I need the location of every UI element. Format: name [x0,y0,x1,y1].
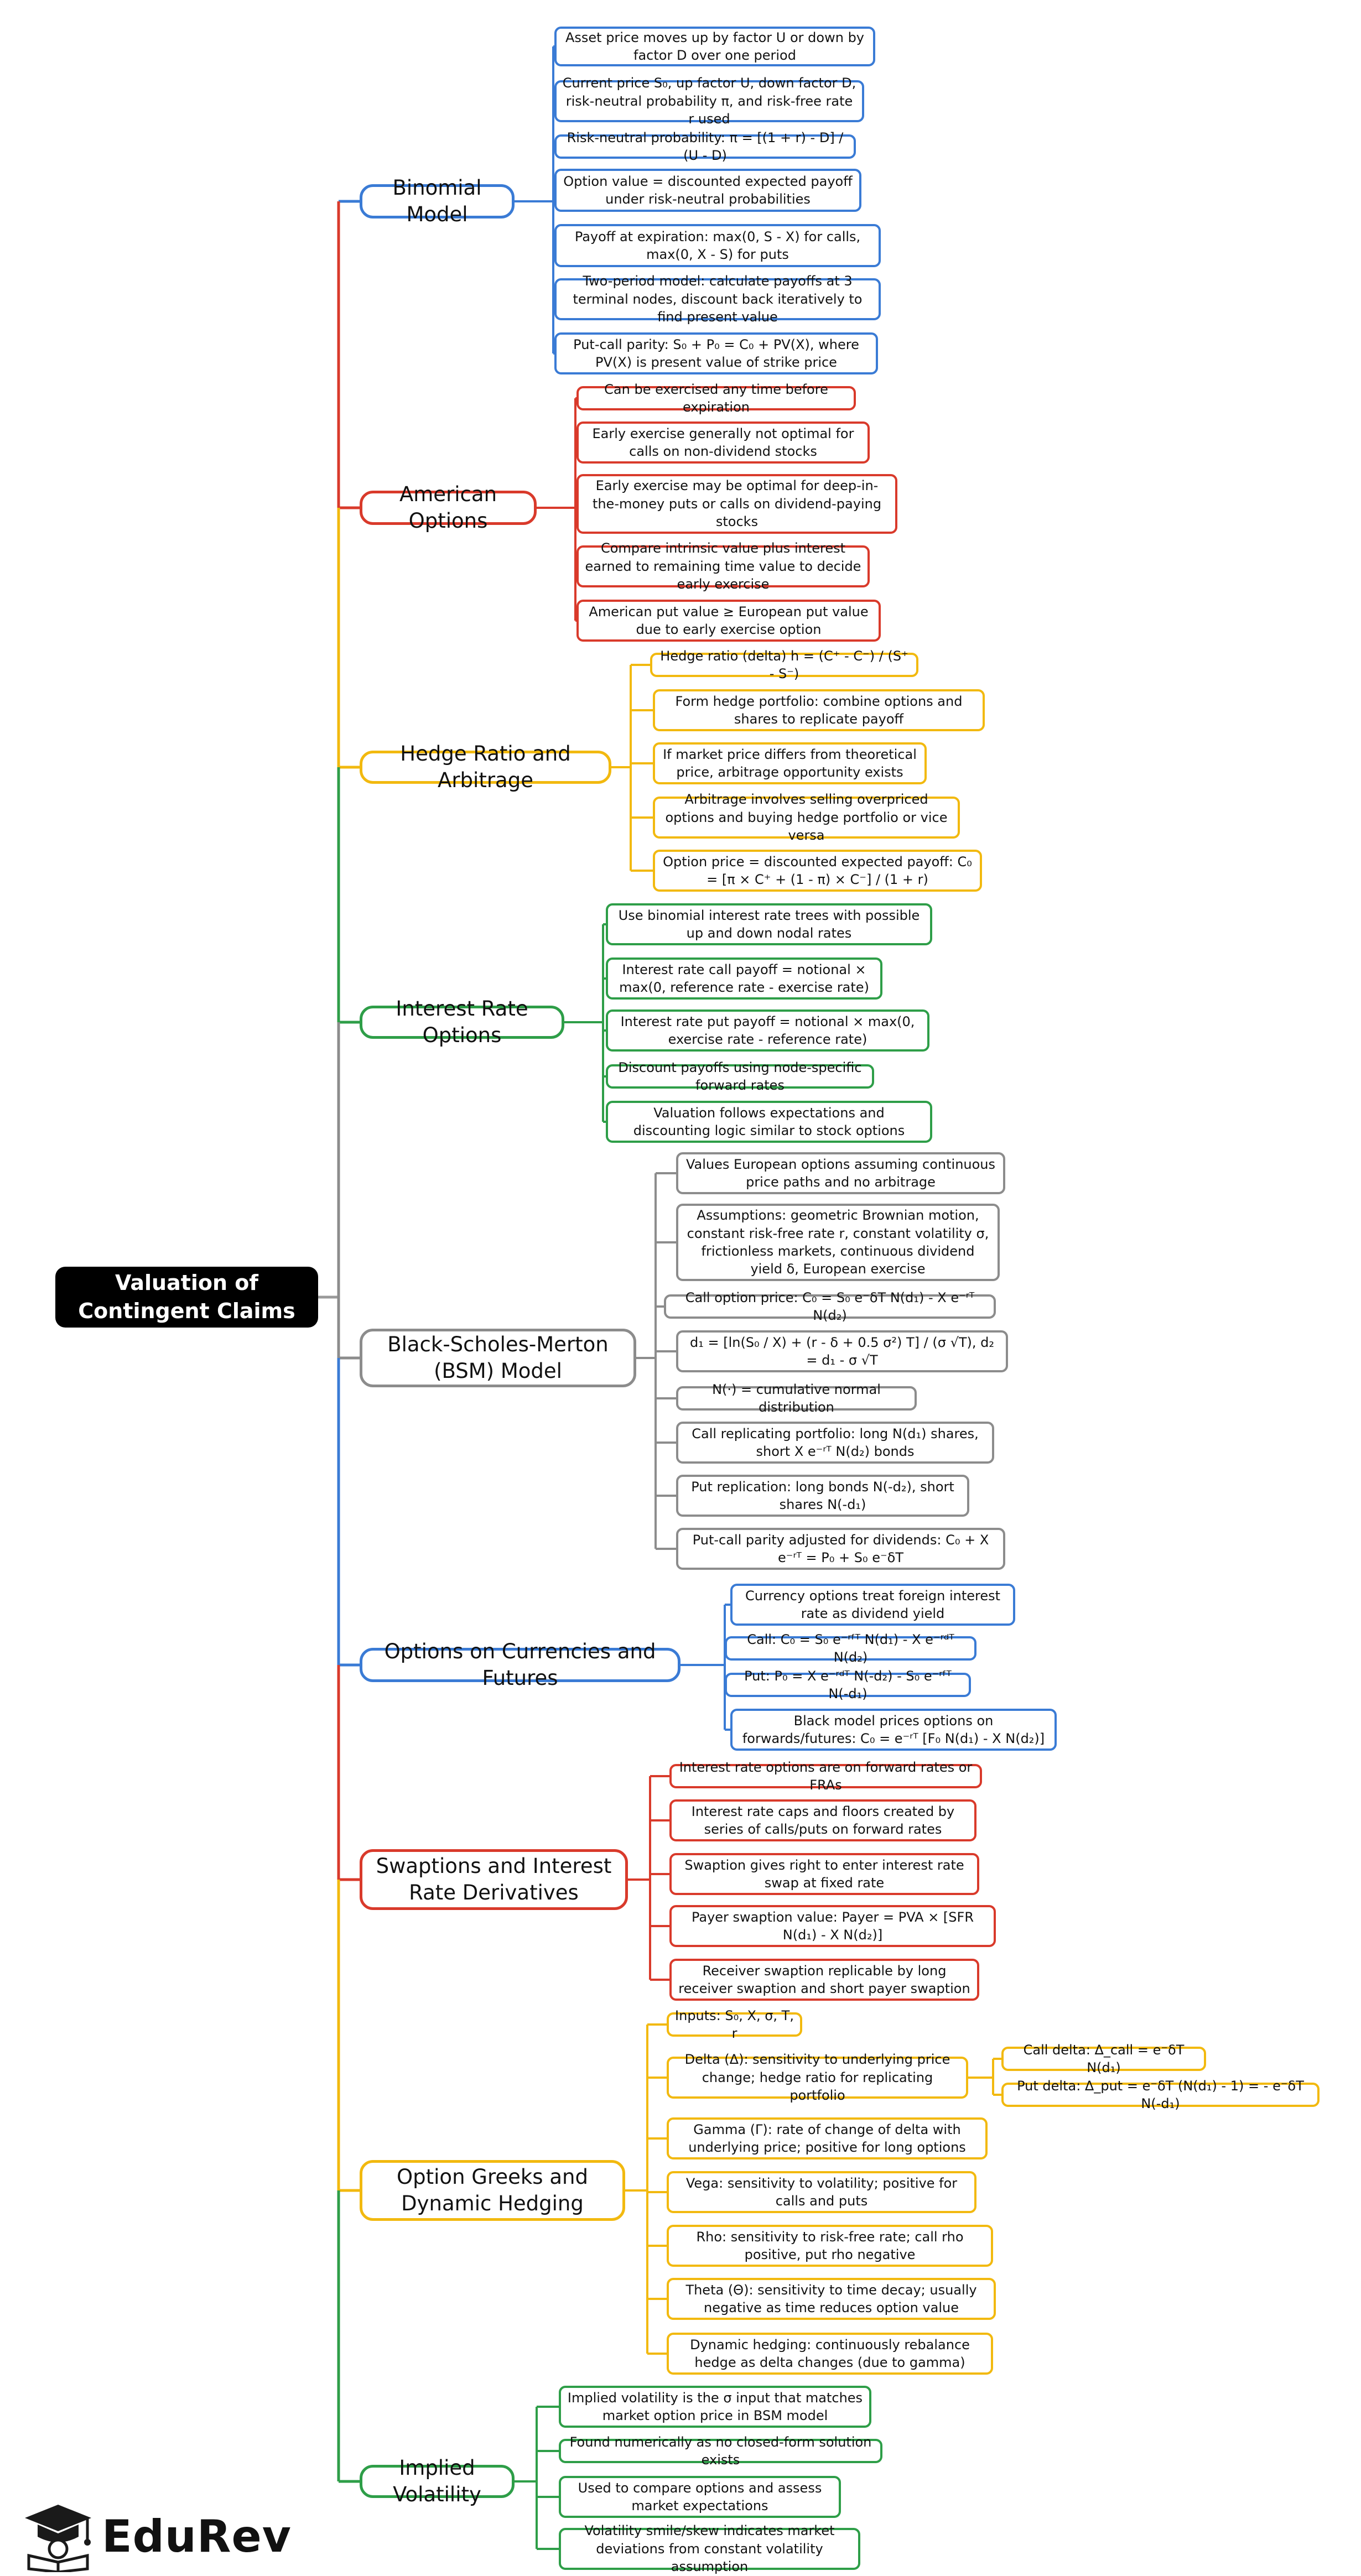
leaf-bsm: Call replicating portfolio: long N(d₁) s… [676,1422,994,1464]
leaf-currencies: Black model prices options on forwards/f… [730,1709,1057,1751]
leaf-implied: Volatility smile/skew indicates market d… [559,2523,860,2574]
leaf-interest: Interest rate put payoff = notional × ma… [606,1009,929,1052]
leaf-binomial: Risk-neutral probability: π = [(1 + r) -… [554,130,856,163]
leaf-implied: Implied volatility is the σ input that m… [559,2386,871,2428]
branch-greeks: Option Greeks and Dynamic Hedging [360,2160,625,2221]
leaf-greeks: Gamma (Γ): rate of change of delta with … [667,2117,988,2159]
leaf-american: Early exercise generally not optimal for… [576,421,870,464]
leaf-binomial: Put-call parity: S₀ + P₀ = C₀ + PV(X), w… [554,332,878,374]
branch-bsm: Black-Scholes-Merton (BSM) Model [360,1329,636,1387]
leaf-bsm: Call option price: C₀ = S₀ e⁻δT N(d₁) - … [664,1290,996,1323]
leaf-binomial: Two-period model: calculate payoffs at 3… [554,273,881,325]
leaf-greeks: Theta (Θ): sensitivity to time decay; us… [667,2278,996,2320]
leaf-currencies: Currency options treat foreign interest … [730,1584,1015,1626]
leaf-hedge: Hedge ratio (delta) h = (C⁺ - C⁻) / (S⁺ … [650,648,918,681]
branch-hedge: Hedge Ratio and Arbitrage [360,742,611,792]
leaf-swaptions: Receiver swaption replicable by long rec… [669,1959,979,2001]
leaf-swaptions: Swaption gives right to enter interest r… [669,1853,979,1895]
leaf-bsm: Put replication: long bonds N(-d₂), shor… [676,1475,969,1517]
leaf-implied: Found numerically as no closed-form solu… [559,2434,882,2468]
branch-binomial: Binomial Model [360,176,515,226]
branch-implied: Implied Volatility [360,2456,515,2506]
leaf-greeks: Delta (Δ): sensitivity to underlying pri… [667,2052,968,2103]
leaf-hedge: Option price = discounted expected payof… [653,850,982,892]
leaf-binomial: Asset price moves up by factor U or down… [554,27,875,66]
leaf-greeks: Dynamic hedging: continuously rebalance … [667,2333,993,2375]
leaf-american: American put value ≥ European put value … [576,600,881,642]
edurev-logo: EduRev [22,2500,292,2572]
branch-american: American Options [360,482,537,533]
leaf-binomial: Current price S₀, up factor U, down fact… [554,75,864,127]
leaf-american: Can be exercised any time before expirat… [576,382,856,415]
leaf-hedge: Arbitrage involves selling overpriced op… [653,792,960,843]
leaf-interest: Use binomial interest rate trees with po… [606,903,932,945]
branch-swaptions: Swaptions and Interest Rate Derivatives [360,1849,628,1910]
leaf-greeks: Inputs: S₀, X, σ, T, r [667,2008,802,2041]
leaf-greeks: Rho: sensitivity to risk-free rate; call… [667,2225,993,2267]
leaf-implied: Used to compare options and assess marke… [559,2476,841,2518]
branch-currencies: Options on Currencies and Futures [360,1640,680,1690]
graduation-cap-book-icon [25,2505,91,2572]
leaf-currencies: Put: P₀ = X e⁻ʳᵈᵀ N(-d₂) - S₀ e⁻ʳᶠᵀ N(-d… [725,1668,971,1701]
leaf-hedge: If market price differs from theoretical… [653,742,927,784]
leaf-swaptions: Interest rate options are on forward rat… [669,1760,982,1793]
leaf-bsm: Assumptions: geometric Brownian motion, … [676,1204,1000,1281]
leaf-hedge: Form hedge portfolio: combine options an… [653,689,985,731]
leaf-binomial: Payoff at expiration: max(0, S - X) for … [554,224,881,267]
leaf-bsm: d₁ = [ln(S₀ / X) + (r - δ + 0.5 σ²) T] /… [676,1330,1008,1372]
logo-text: EduRev [102,2510,292,2562]
leaf-greeks: Vega: sensitivity to volatility; positiv… [667,2171,976,2213]
root-node: Valuation of Contingent Claims [55,1267,318,1328]
leaf-bsm: Put-call parity adjusted for dividends: … [676,1528,1005,1570]
leaf-american: Early exercise may be optimal for deep-i… [576,474,897,534]
subleaf-greeks: Put delta: Δ_put = e⁻δT (N(d₁) - 1) = - … [1001,2078,1320,2111]
leaf-american: Compare intrinsic value plus interest ea… [576,540,870,592]
subleaf-greeks: Call delta: Δ_call = e⁻δT N(d₁) [1001,2042,1206,2075]
leaf-interest: Interest rate call payoff = notional × m… [606,957,882,1000]
leaf-interest: Discount payoffs using node-specific for… [606,1060,874,1093]
leaf-interest: Valuation follows expectations and disco… [606,1101,932,1143]
branch-interest: Interest Rate Options [360,997,564,1047]
leaf-currencies: Call: C₀ = S₀ e⁻ʳᶠᵀ N(d₁) - X e⁻ʳᵈᵀ N(d₂… [725,1632,976,1665]
leaf-binomial: Option value = discounted expected payof… [554,169,861,212]
leaf-swaptions: Interest rate caps and floors created by… [669,1799,976,1841]
leaf-bsm: Values European options assuming continu… [676,1152,1005,1194]
leaf-swaptions: Payer swaption value: Payer = PVA × [SFR… [669,1905,996,1947]
leaf-bsm: N(·) = cumulative normal distribution [676,1382,917,1415]
